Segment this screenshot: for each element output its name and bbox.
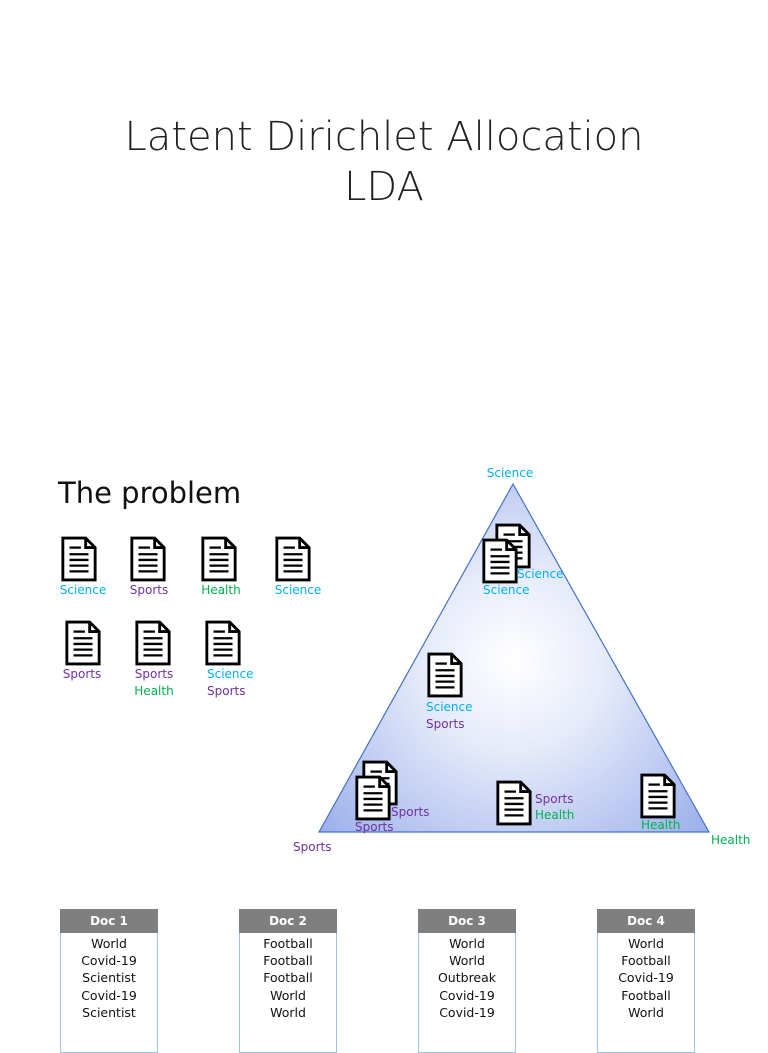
simplex-doc-label-sports: Sports: [355, 820, 394, 834]
table-cell: Outbreak: [437, 970, 497, 986]
table-cell: Football: [263, 970, 313, 986]
simplex-doc-label-science: Science: [426, 700, 473, 714]
corner-label-science: Science: [486, 466, 534, 480]
doc-4-word-table: Doc 4 World Football Covid-19 Football W…: [597, 909, 695, 1053]
table-header: Doc 2: [239, 909, 337, 933]
title-line-1: Latent Dirichlet Allocation: [124, 114, 644, 160]
doc-label-sports: Sports: [207, 684, 246, 698]
simplex-doc-label-sports: Sports: [535, 792, 574, 806]
simplex-doc-label-science: Science: [517, 567, 564, 581]
topic-simplex-triangle: [317, 482, 711, 833]
table-cell: World: [270, 1004, 306, 1020]
document-icon: [639, 773, 677, 819]
simplex-doc-label-sports: Sports: [391, 805, 430, 819]
table-cell: World: [270, 987, 306, 1003]
table-cell: Covid-19: [439, 1004, 495, 1020]
problem-heading: The problem: [58, 476, 242, 510]
corner-label-sports: Sports: [293, 840, 332, 854]
doc-label-health: Health: [201, 583, 241, 597]
document-icon: [495, 780, 533, 826]
table-cell: Covid-19: [439, 987, 495, 1003]
doc-label-health: Health: [134, 684, 174, 698]
doc-1-word-table: Doc 1 World Covid-19 Scientist Covid-19 …: [60, 909, 158, 1053]
table-cell: World: [628, 1004, 664, 1020]
slide-title: Latent Dirichlet Allocation LDA: [0, 112, 768, 212]
simplex-doc-label-science: Science: [483, 583, 530, 597]
doc-label-science: Science: [207, 667, 254, 681]
simplex-doc-label-health: Health: [641, 818, 681, 832]
simplex-doc-label-health: Health: [535, 808, 575, 822]
doc-3-word-table: Doc 3 World World Outbreak Covid-19 Covi…: [418, 909, 516, 1053]
table-cell: Scientist: [82, 1004, 136, 1020]
table-cell: World: [449, 936, 485, 951]
table-cell: Covid-19: [81, 987, 137, 1003]
doc-label-science: Science: [274, 583, 322, 597]
table-cell: Football: [263, 936, 313, 951]
doc-label-sports: Sports: [129, 583, 169, 597]
corner-label-health: Health: [711, 833, 751, 847]
table-cell: Football: [263, 953, 313, 969]
doc-2-word-table: Doc 2 Football Football Football World W…: [239, 909, 337, 1053]
table-cell: Football: [621, 953, 671, 969]
document-icon: [354, 775, 392, 821]
table-header: Doc 3: [418, 909, 516, 933]
table-cell: Covid-19: [618, 970, 674, 986]
doc-label-science: Science: [59, 583, 107, 597]
table-cell: World: [628, 936, 664, 951]
title-line-2: LDA: [344, 164, 424, 210]
document-icon: [426, 652, 464, 698]
simplex-doc-label-sports: Sports: [426, 717, 465, 731]
table-cell: Football: [621, 987, 671, 1003]
table-cell: World: [91, 936, 127, 951]
table-cell: Covid-19: [81, 953, 137, 969]
table-cell: Scientist: [82, 970, 136, 986]
document-icon: [481, 538, 519, 584]
table-header: Doc 1: [60, 909, 158, 933]
table-header: Doc 4: [597, 909, 695, 933]
table-cell: World: [449, 953, 485, 969]
doc-label-sports: Sports: [62, 667, 102, 681]
doc-label-sports: Sports: [134, 667, 174, 681]
